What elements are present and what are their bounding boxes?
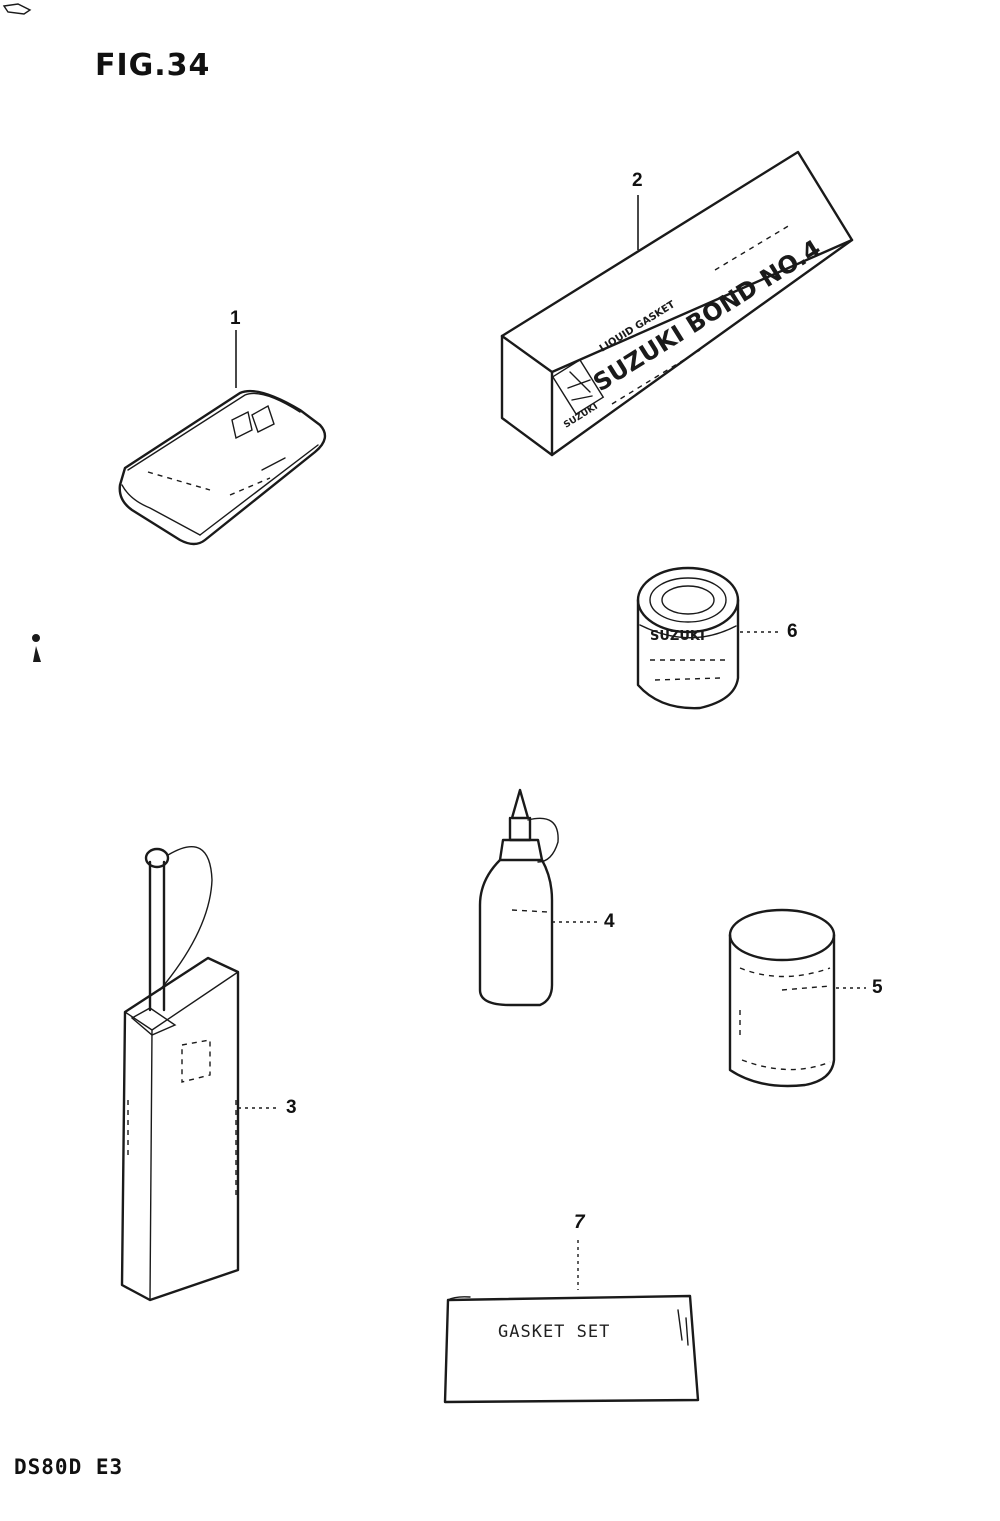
callout-7: 7 bbox=[574, 1212, 585, 1233]
part-4-bottle bbox=[478, 788, 559, 1007]
callout-5: 5 bbox=[872, 977, 883, 998]
can-brand-label: SUZUKI bbox=[650, 629, 705, 644]
figure-title: FIG.34 bbox=[95, 48, 211, 83]
callout-1: 1 bbox=[230, 308, 241, 329]
part-7-gasket-set bbox=[443, 1294, 700, 1404]
callout-6: 6 bbox=[787, 621, 798, 642]
gasket-set-label: GASKET SET bbox=[498, 1322, 611, 1342]
callout-4: 4 bbox=[604, 911, 615, 932]
callout-2: 2 bbox=[632, 170, 643, 191]
model-code: DS80D E3 bbox=[14, 1455, 124, 1479]
part-1-box bbox=[118, 389, 327, 546]
part-2-bond-box: LIQUID GASKET SUZUKI BOND NO.4 SUZUKI bbox=[500, 150, 854, 457]
part-5-cylinder bbox=[728, 908, 836, 1088]
callout-3: 3 bbox=[286, 1097, 297, 1118]
print-artifact-dot bbox=[32, 634, 40, 642]
part-3-oil-can bbox=[120, 846, 240, 1302]
print-artifact-corner bbox=[2, 3, 32, 15]
bond-name-label: SUZUKI BOND NO.4 bbox=[588, 234, 825, 397]
part-6-can: SUZUKI bbox=[636, 566, 740, 710]
print-artifact-mark bbox=[33, 646, 41, 662]
